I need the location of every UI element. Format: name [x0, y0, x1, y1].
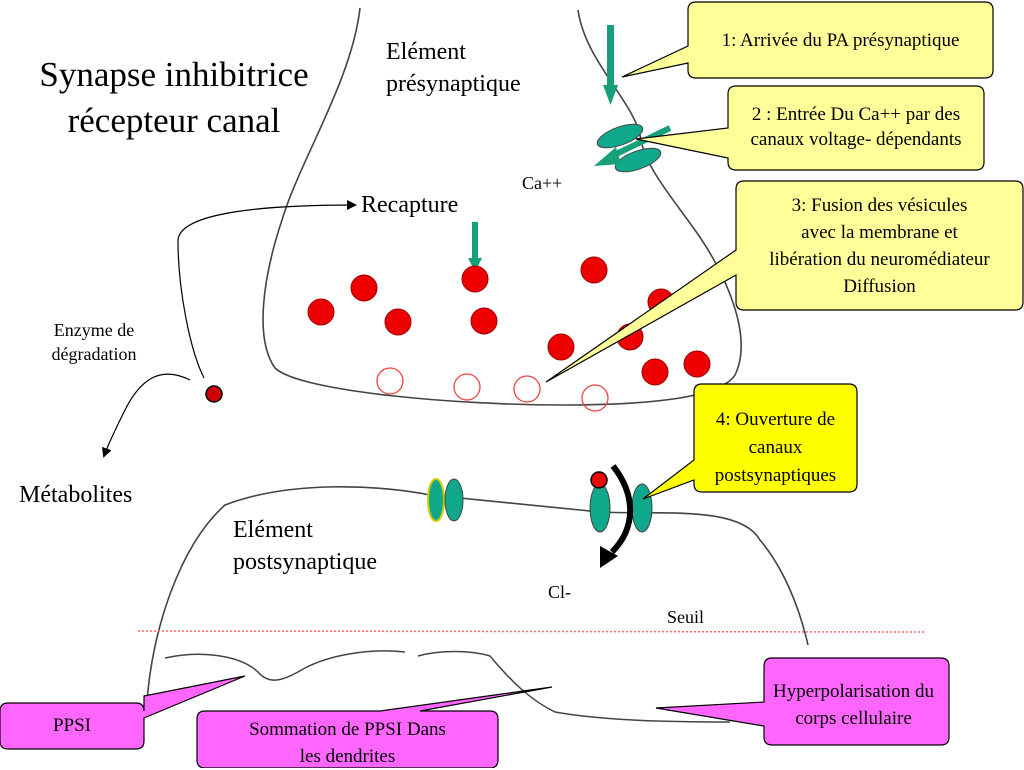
chloride-influx-arrow [600, 464, 634, 568]
vesicle [350, 274, 378, 302]
ppsi-trace-right [417, 650, 731, 723]
callout-step4-line-3: postsynaptiques [714, 465, 837, 486]
callout-hyper-line-1: Hyperpolarisation du [773, 681, 934, 702]
vesicle [470, 307, 498, 335]
ca-channel-lower [614, 147, 662, 173]
enzyme-label-line-1: Enzyme de [53, 320, 135, 340]
vesicle [547, 333, 575, 361]
fused-vesicle [453, 373, 481, 401]
fused-vesicle [376, 367, 404, 395]
action-potential-arrow [603, 25, 618, 105]
callout-step2-line-1: 2 : Entrée Du Ca++ par des [751, 104, 961, 125]
presynaptic-label: Elément présynaptique [386, 36, 521, 100]
callout-step4 [642, 383, 858, 500]
callout-ppsi-text: PPSI [0, 713, 144, 738]
degraded-neurotransmitter [205, 385, 223, 403]
callout-step3-line-1: 3: Fusion des vésicules [791, 195, 968, 216]
vesicle [683, 350, 711, 378]
callout-hyper-line-2: corps cellulaire [795, 708, 912, 729]
callout-step1-text: 1: Arrivée du PA présynaptique [688, 28, 993, 53]
callout-sommation-line-2: les dendrites [299, 746, 396, 767]
callout-step2 [635, 85, 985, 171]
callout-sommation-text: Sommation de PPSI Dans les dendrites [197, 716, 498, 770]
callout-hyper [655, 657, 950, 746]
title-line-2: récepteur canal [67, 101, 281, 140]
postsynaptic-label-line-2: postsynaptique [233, 549, 377, 575]
fused-vesicle [513, 375, 541, 403]
callout-step2-text: 2 : Entrée Du Ca++ par des canaux voltag… [728, 102, 984, 152]
chloride-label: Cl- [548, 582, 572, 602]
callout-step3-text: 3: Fusion des vésicules avec la membrane… [736, 192, 1023, 300]
callout-step3-line-2: avec la membrane et [801, 222, 958, 243]
vesicle [641, 358, 669, 386]
callout-sommation-line-1: Sommation de PPSI Dans [249, 719, 446, 740]
degradation-arrow [102, 373, 191, 458]
callout-step3-line-3: libération du neuromédiateur [769, 249, 990, 270]
callout-step4-line-2: canaux [748, 437, 803, 458]
metabolites-label: Métabolites [19, 482, 133, 508]
callout-hyper-text: Hyperpolarisation du corps cellulaire [751, 678, 956, 732]
threshold-line [137, 630, 927, 633]
vesicle [580, 256, 608, 284]
callout-step3-line-4: Diffusion [843, 276, 916, 297]
recapture-label: Recapture [361, 192, 459, 218]
callout-ppsi-line-1: PPSI [52, 715, 92, 736]
vesicle [307, 298, 335, 326]
recapture-loop-arrow [177, 200, 357, 379]
postsynaptic-channel-closed [427, 478, 464, 522]
title-line-1: Synapse inhibitrice [39, 55, 309, 94]
callout-step3 [545, 180, 1024, 383]
presynaptic-label-line-1: Elément [386, 39, 466, 65]
callout-step1 [621, 1, 994, 79]
diagram-title: Synapse inhibitrice récepteur canal [14, 52, 334, 144]
vesicle [384, 308, 412, 336]
callout-step1-line-1: 1: Arrivée du PA présynaptique [721, 30, 960, 51]
callout-ppsi [0, 675, 246, 750]
vesicles-fused [376, 367, 609, 412]
callout-step2-line-2: canaux voltage- dépendants [750, 129, 962, 150]
enzyme-label-line-2: dégradation [51, 344, 137, 364]
enzyme-label: Enzyme de dégradation [34, 318, 154, 366]
threshold-label: Seuil [667, 607, 705, 627]
ca-channel-upper [596, 123, 644, 149]
callout-step4-line-1: 4: Ouverture de [715, 409, 836, 430]
vesicle [461, 265, 489, 293]
ppsi-trace-left [164, 650, 406, 681]
postsynaptic-membrane [146, 486, 809, 703]
recapture-arrow [468, 222, 482, 272]
vesicles-filled [307, 256, 711, 386]
postsynaptic-label: Elément postsynaptique [233, 514, 377, 578]
presynaptic-label-line-2: présynaptique [386, 71, 521, 97]
postsynaptic-label-line-1: Elément [233, 517, 313, 543]
calcium-label: Ca++ [522, 173, 563, 193]
callout-step4-text: 4: Ouverture de canaux postsynaptiques [694, 406, 857, 490]
ca-influx-arrow [594, 125, 672, 166]
fused-vesicle [581, 384, 609, 412]
